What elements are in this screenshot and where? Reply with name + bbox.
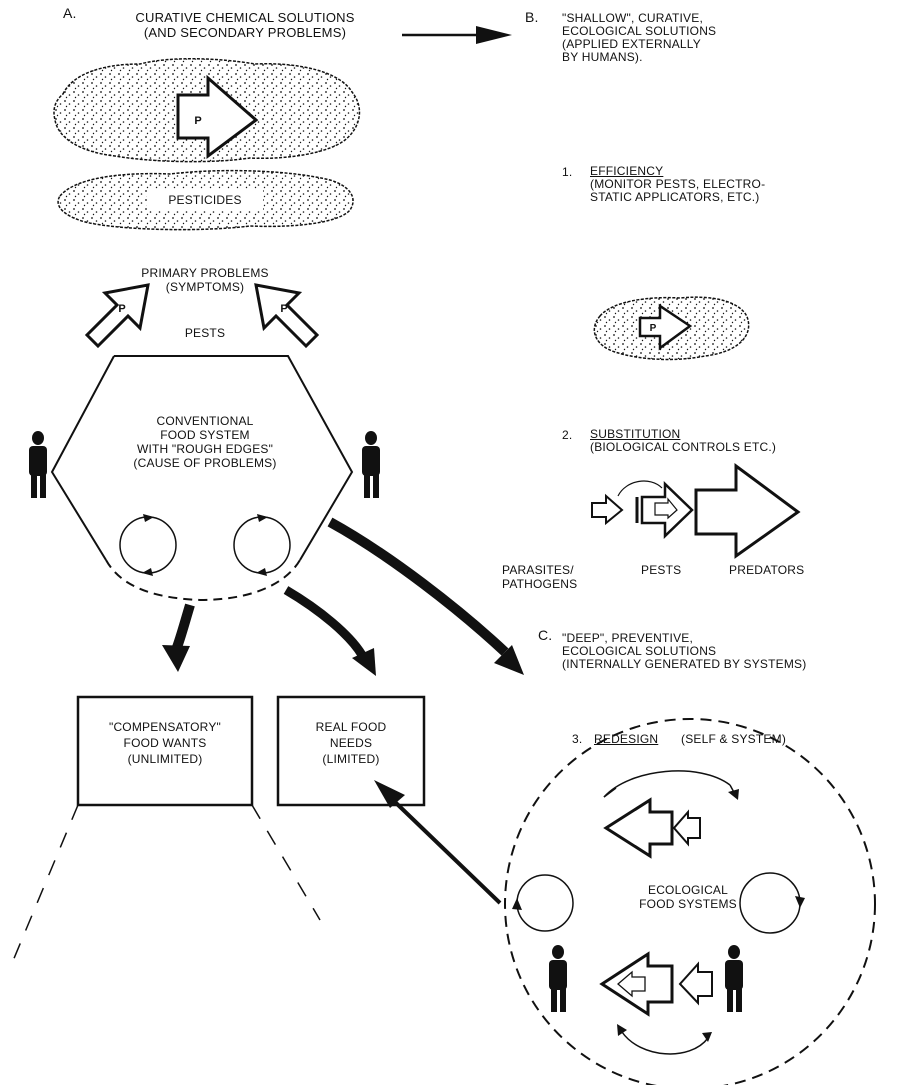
wants-line3: (UNLIMITED): [127, 752, 203, 766]
efficiency-number: 1.: [562, 165, 573, 179]
section-c-line2: ECOLOGICAL SOLUTIONS: [562, 644, 717, 658]
primary-problems-line2: (SYMPTOMS): [165, 280, 245, 294]
unlimited-expansion-lines: [9, 804, 321, 969]
ecological-food-systems-circle: [504, 718, 876, 1085]
redesign-number: 3.: [572, 732, 583, 746]
section-b-line3: (APPLIED EXTERNALLY: [562, 37, 701, 51]
section-a-title: CURATIVE CHEMICAL SOLUTIONS (AND SECONDA…: [100, 10, 390, 40]
food-needs-text: REAL FOOD NEEDS (LIMITED): [278, 719, 424, 767]
section-c-title: "DEEP", PREVENTIVE, ECOLOGICAL SOLUTIONS…: [562, 632, 806, 671]
pest-marker-text: P: [194, 115, 201, 127]
primary-problems-label: PRIMARY PROBLEMS (SYMPTOMS): [110, 266, 300, 294]
efficiency-pest-cloud: P: [593, 296, 750, 361]
substitution-line2: (BIOLOGICAL CONTROLS ETC.): [590, 440, 777, 454]
substitution-title: SUBSTITUTION: [590, 427, 681, 441]
arrow-to-deep-solutions: [327, 517, 524, 675]
a-to-b-arrow: [402, 26, 512, 44]
conventional-food-system-hexagon: [50, 355, 354, 602]
section-c-letter: C.: [538, 627, 553, 643]
svg-text:P: P: [650, 323, 657, 334]
eco-cycle-top: [603, 770, 739, 800]
predators-label: PREDATORS: [729, 563, 805, 577]
wants-line1: "COMPENSATORY": [108, 720, 221, 734]
pests-label: PESTS: [184, 326, 226, 340]
section-a-letter: A.: [63, 5, 77, 21]
substitution-block: SUBSTITUTION (BIOLOGICAL CONTROLS ETC.): [590, 428, 776, 454]
efficiency-title: EFFICIENCY: [590, 164, 664, 178]
pest-small-arrow-icon: [635, 481, 694, 539]
parasites-label: PARASITES/ PATHOGENS: [502, 563, 577, 591]
conventional-line2: FOOD SYSTEM: [160, 428, 250, 442]
substitution-connector: [617, 480, 663, 497]
eco-cycle-right-icon: [739, 872, 805, 934]
parasite-arrow-icon: [591, 493, 624, 526]
parasites-line1: PARASITES/: [502, 563, 574, 577]
efficiency-line2: (MONITOR PESTS, ELECTRO-: [590, 177, 766, 191]
arrow-to-needs: [283, 586, 376, 676]
primary-problem-arrow-left-icon: P: [84, 283, 150, 349]
ecological-systems-label: ECOLOGICAL FOOD SYSTEMS: [598, 883, 778, 911]
pest-arrow-icon: P: [176, 74, 259, 159]
primary-problem-arrow-right-icon: P: [254, 283, 320, 349]
section-b-title: "SHALLOW", CURATIVE, ECOLOGICAL SOLUTION…: [562, 12, 716, 64]
svg-text:P: P: [118, 303, 125, 315]
redesign-subtitle: (SELF & SYSTEM): [681, 732, 787, 746]
food-needs-box: [276, 695, 426, 807]
substitution-number: 2.: [562, 428, 573, 442]
section-c-line1: "DEEP", PREVENTIVE,: [562, 631, 694, 645]
efficiency-line3: STATIC APPLICATORS, ETC.): [590, 190, 760, 204]
predator-arrow-icon: [694, 463, 801, 559]
conventional-line3: WITH "ROUGH EDGES": [136, 442, 274, 456]
eco-cycle-bottom: [617, 1024, 712, 1055]
needs-line3: (LIMITED): [322, 752, 380, 766]
section-b-line1: "SHALLOW", CURATIVE,: [562, 11, 703, 25]
section-a-line2: (AND SECONDARY PROBLEMS): [143, 25, 347, 40]
needs-line1: REAL FOOD: [315, 720, 387, 734]
ecological-line1: ECOLOGICAL: [647, 883, 729, 897]
conventional-line4: (CAUSE OF PROBLEMS): [133, 456, 277, 470]
arrow-to-wants: [162, 603, 195, 672]
eco-arrow-bottom-icon: [599, 951, 713, 1017]
cycle-arrow-left-icon: [119, 514, 177, 576]
person-eco-left-icon: [549, 945, 567, 1012]
section-a-line1: CURATIVE CHEMICAL SOLUTIONS: [135, 10, 355, 25]
section-b-line2: ECOLOGICAL SOLUTIONS: [562, 24, 717, 38]
organism-pests-label: PESTS: [641, 563, 682, 577]
section-b-line4: BY HUMANS).: [562, 50, 643, 64]
section-c-line3: (INTERNALLY GENERATED BY SYSTEMS): [562, 657, 807, 671]
conventional-line1: CONVENTIONAL: [156, 414, 254, 428]
pesticides-label: PESTICIDES: [168, 193, 242, 207]
primary-problems-line1: PRIMARY PROBLEMS: [141, 266, 269, 280]
eco-cycle-left-icon: [512, 874, 574, 932]
wants-line2: FOOD WANTS: [123, 736, 207, 750]
eco-arrow-top-icon: [603, 797, 701, 859]
person-left-icon: [29, 431, 47, 498]
section-b-letter: B.: [525, 9, 539, 25]
food-wants-box: [76, 695, 254, 807]
arrow-ecological-to-needs: [374, 780, 502, 905]
redesign-title: REDESIGN: [594, 732, 659, 746]
ecological-line2: FOOD SYSTEMS: [639, 897, 737, 911]
conventional-system-label: CONVENTIONAL FOOD SYSTEM WITH "ROUGH EDG…: [100, 414, 310, 470]
needs-line2: NEEDS: [329, 736, 373, 750]
person-right-icon: [362, 431, 380, 498]
person-eco-right-icon: [725, 945, 743, 1012]
food-wants-text: "COMPENSATORY" FOOD WANTS (UNLIMITED): [78, 719, 252, 767]
parasites-line2: PATHOGENS: [502, 577, 578, 591]
svg-text:P: P: [280, 303, 287, 315]
cycle-arrow-right-icon: [233, 514, 291, 576]
efficiency-block: EFFICIENCY (MONITOR PESTS, ELECTRO- STAT…: [590, 165, 765, 204]
pesticides-cloud: [57, 169, 354, 231]
